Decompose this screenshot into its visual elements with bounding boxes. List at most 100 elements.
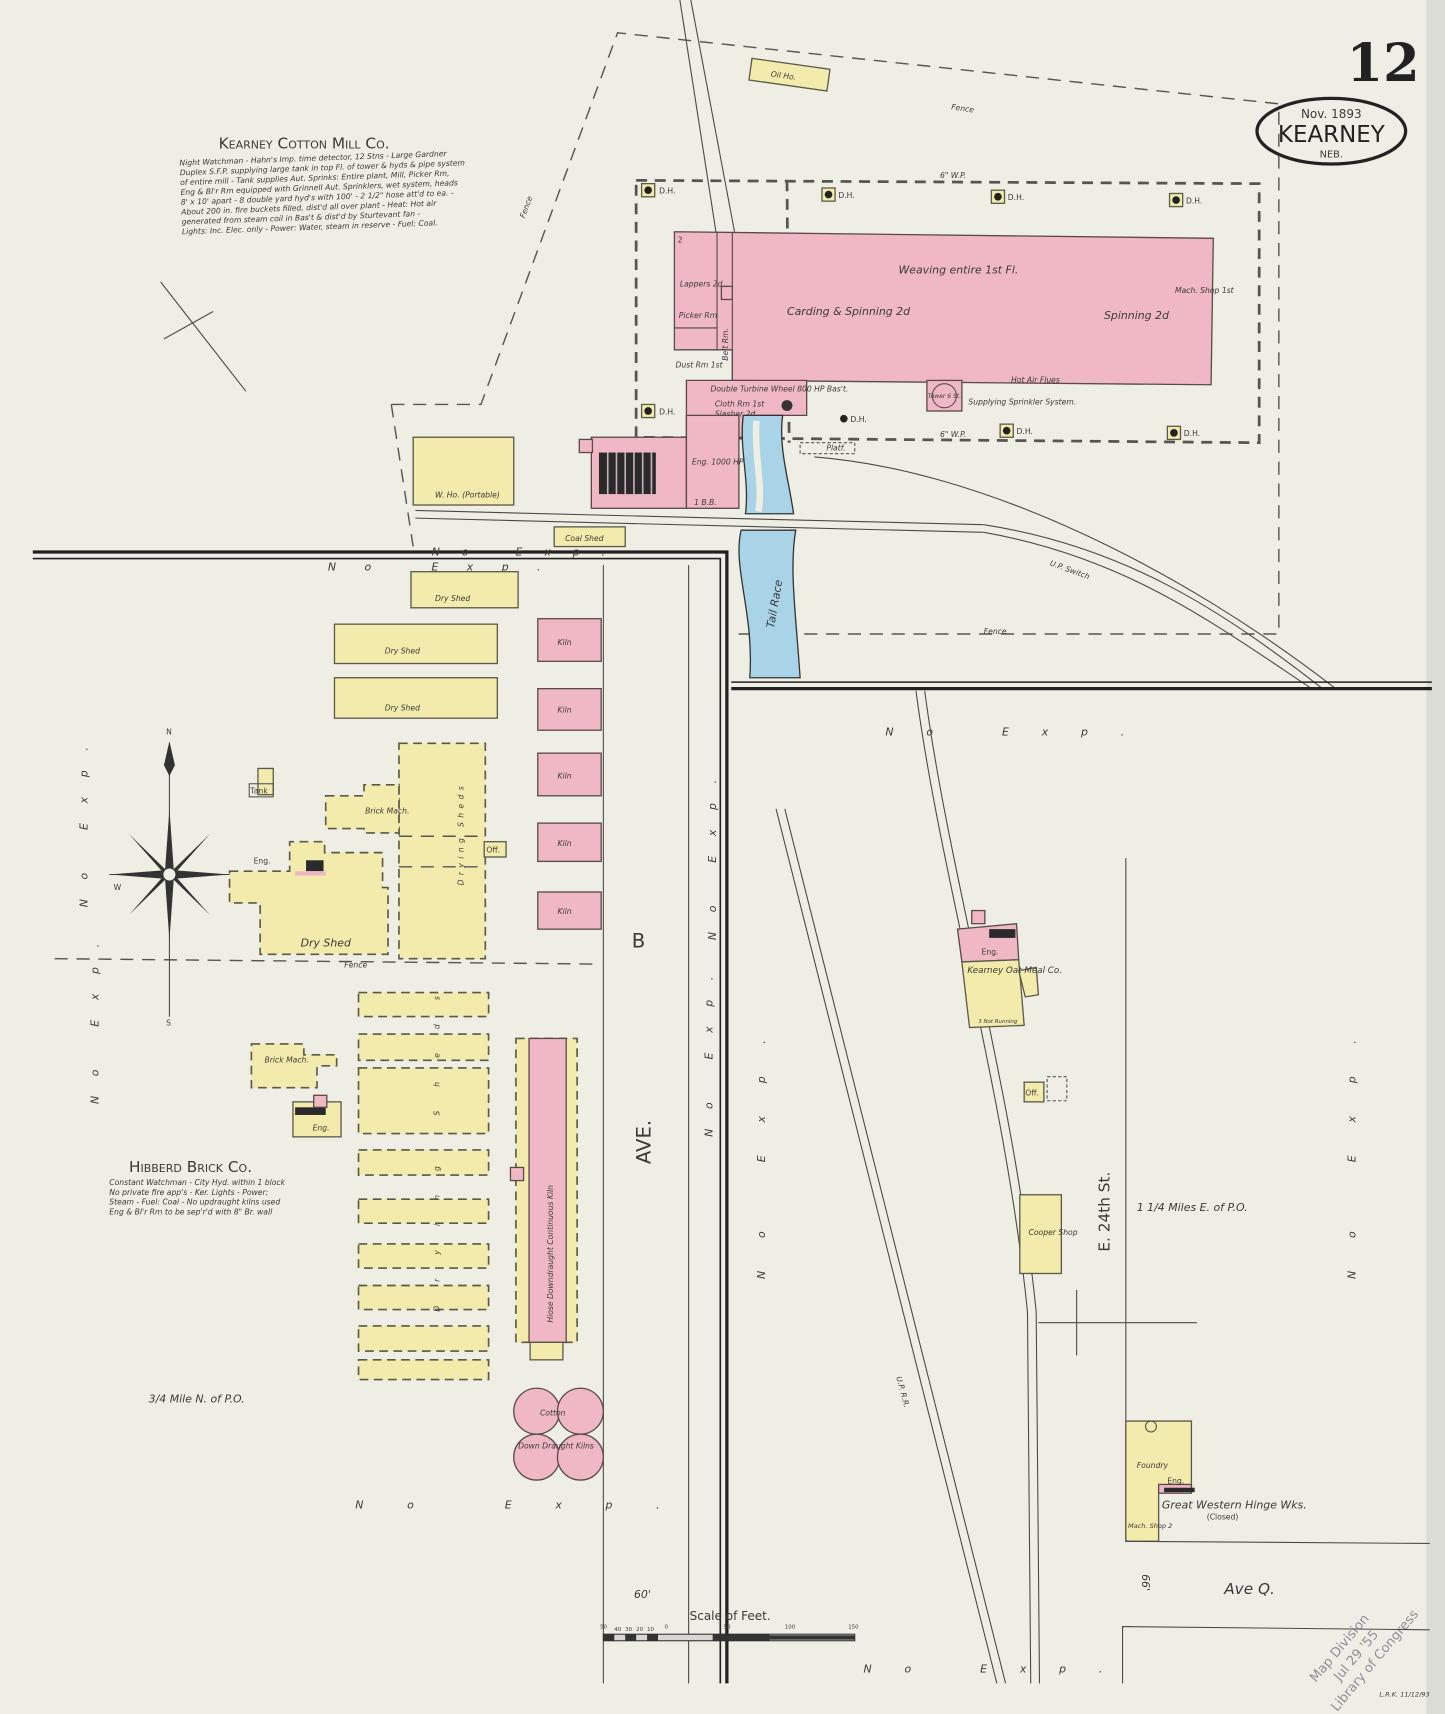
cotton-mill-building: Weaving entire 1st Fl. Carding & Spinnin…: [578, 231, 1235, 509]
svg-text:Drying Sheds: Drying Sheds: [432, 972, 441, 1312]
north-arrow-icon: [160, 281, 247, 392]
fence-line: [391, 32, 1280, 635]
tail-race: Tail Race: [738, 414, 801, 679]
cooper-shop-label: Cooper Shop: [1029, 1228, 1078, 1237]
sheet-number: 12: [1347, 33, 1420, 94]
brick-co-title: Hibberd Brick Co.: [129, 1158, 252, 1176]
svg-text:S: S: [166, 1018, 171, 1027]
oil-house: Oil Ho.: [748, 57, 831, 92]
svg-text:Constant Watchman - City Hyd.: Constant Watchman - City Hyd. within 1 b…: [109, 1178, 285, 1187]
fence-label: Fence: [951, 102, 975, 114]
distance-east: 1 1/4 Miles E. of P.O.: [1137, 1201, 1248, 1214]
hinge-works: Foundry Eng. Mach. Shop 2 Great Western …: [1125, 1420, 1307, 1542]
svg-text:Hiose Downdraught Continuous K: Hiose Downdraught Continuous Kiln: [546, 1185, 555, 1323]
tower-label: Tower 6 St.: [928, 393, 961, 400]
room-dust: Dust Rm 1st: [675, 360, 723, 369]
room-picker: Picker Rm: [679, 311, 717, 320]
svg-text:D.H.: D.H.: [838, 191, 854, 200]
title-cartouche: Nov. 1893 KEARNEY NEB.: [1255, 96, 1408, 166]
engine-label: Eng. 1000 HP: [692, 458, 744, 467]
svg-text:No Exp.: No Exp.: [355, 1498, 703, 1511]
compass-rose-icon: N S W: [109, 728, 230, 1027]
street-width: 66': [1139, 1574, 1152, 1591]
svg-text:Cotton: Cotton: [540, 1409, 566, 1418]
svg-text:D.H.: D.H.: [1008, 193, 1024, 202]
no-exposure-labels: No Exp. No Exp. No Exp. No Exp. No Exp. …: [77, 545, 1358, 1675]
street-ave-q: Ave Q.: [1223, 1580, 1275, 1598]
svg-text:Kiln: Kiln: [557, 706, 571, 715]
svg-text:N: N: [166, 728, 172, 737]
svg-text:Kiln: Kiln: [557, 638, 571, 647]
svg-text:Tank: Tank: [249, 787, 268, 796]
street-name: B: [632, 930, 645, 953]
svg-text:D.H.: D.H.: [1017, 427, 1033, 436]
svg-text:No Exp.: No Exp.: [88, 924, 101, 1104]
svg-text:D.H.: D.H.: [850, 415, 866, 424]
svg-text:D.H.: D.H.: [1184, 429, 1200, 438]
svg-text:No Exp.: No Exp.: [864, 1662, 1136, 1675]
svg-text:10: 10: [647, 1627, 654, 1633]
svg-text:Dry Shed: Dry Shed: [435, 594, 470, 603]
sheet-state: NEB.: [1320, 149, 1343, 160]
initials: L.R.K. 11/12/93: [1379, 1691, 1429, 1699]
svg-text:Brick Mach.: Brick Mach.: [365, 806, 409, 815]
svg-text:Eng.: Eng.: [313, 1123, 330, 1132]
svg-text:D.H.: D.H.: [1186, 196, 1202, 205]
svg-text:Dry Shed: Dry Shed: [385, 704, 420, 713]
svg-text:Eng.: Eng.: [1167, 1476, 1184, 1485]
svg-text:0: 0: [665, 1625, 669, 1631]
platform-label: Platf.: [826, 443, 845, 452]
kilns: Kiln Kiln Kiln Kiln Kiln: [537, 618, 602, 930]
boiler-label: 1 B.B.: [694, 498, 717, 507]
water-pipe-label: 6" W.P.: [940, 430, 966, 439]
room-slasher: Slasher 2d: [715, 409, 756, 418]
svg-text:No Exp.: No Exp.: [706, 760, 719, 940]
svg-text:Kiln: Kiln: [557, 839, 571, 848]
turbine-label: Double Turbine Wheel 800 HP Bas't.: [710, 384, 848, 393]
svg-text:No Exp.: No Exp.: [1345, 1007, 1358, 1279]
svg-text:Off.: Off.: [1025, 1088, 1039, 1097]
svg-text:Kearney Oat Meal Co.: Kearney Oat Meal Co.: [967, 966, 1062, 976]
street-width: 60': [634, 1588, 651, 1601]
svg-text:D.H.: D.H.: [659, 186, 675, 195]
svg-text:Drying Sheds: Drying Sheds: [456, 782, 465, 885]
railroad-main: [32, 550, 1432, 1684]
svg-text:No Exp.: No Exp.: [328, 561, 569, 574]
svg-text:50: 50: [724, 1625, 731, 1631]
svg-text:Off.: Off.: [486, 846, 500, 855]
platform: [799, 442, 856, 455]
street-e24: E. 24th St.: [1095, 1172, 1113, 1252]
warehouse-label: W. Ho. (Portable): [435, 490, 500, 499]
svg-text:No Exp.: No Exp.: [77, 727, 90, 907]
scale-bar: Scale of Feet. 50 40 30 20 10 0 50 100 1…: [600, 1609, 859, 1642]
building-label: Oil Ho.: [770, 69, 797, 81]
oat-meal-mill: Eng. Kearney Oat Meal Co. 3 Not Running …: [956, 909, 1068, 1103]
svg-text:30: 30: [625, 1627, 632, 1633]
down-draught-kilns: Cotton Down Draught Kilns: [513, 1387, 605, 1481]
svg-text:150: 150: [848, 1625, 859, 1631]
water-pipe: [634, 178, 1261, 445]
svg-text:Mach. Shop 2: Mach. Shop 2: [1128, 1522, 1172, 1530]
sheet-date: Nov. 1893: [1301, 107, 1362, 121]
svg-text:D.H.: D.H.: [659, 407, 675, 416]
sprinkler-label: Supplying Sprinkler System.: [968, 397, 1076, 406]
svg-text:Eng.: Eng.: [982, 947, 999, 956]
street-name: AVE.: [632, 1120, 655, 1164]
svg-text:Steam - Fuel: Coal - No updrau: Steam - Fuel: Coal - No updraught kilns …: [109, 1198, 280, 1207]
warehouse: [412, 436, 515, 506]
svg-text:Foundry: Foundry: [1137, 1461, 1169, 1470]
coal-shed-label: Coal Shed: [565, 534, 604, 543]
svg-text:40: 40: [614, 1627, 621, 1633]
svg-text:Dry Shed: Dry Shed: [301, 937, 351, 950]
room-carding: Carding & Spinning 2d: [787, 305, 910, 318]
fence-line: [390, 404, 414, 547]
svg-text:Down Draught Kilns: Down Draught Kilns: [518, 1441, 594, 1450]
svg-text:No Exp.: No Exp.: [885, 726, 1157, 739]
svg-text:100: 100: [785, 1625, 796, 1631]
cotton-mill-title: Kearney Cotton Mill Co.: [219, 135, 390, 153]
svg-text:Great Western Hinge Wks.: Great Western Hinge Wks.: [1162, 1498, 1307, 1511]
svg-text:Kiln: Kiln: [557, 907, 571, 916]
svg-text:Eng & Bl'r Rm to be sep'r'd wi: Eng & Bl'r Rm to be sep'r'd with 8" Br. …: [109, 1207, 273, 1216]
brick-yard: Dry Shed Dry Shed Dry Shed Kiln Kiln Kil…: [228, 571, 605, 1481]
